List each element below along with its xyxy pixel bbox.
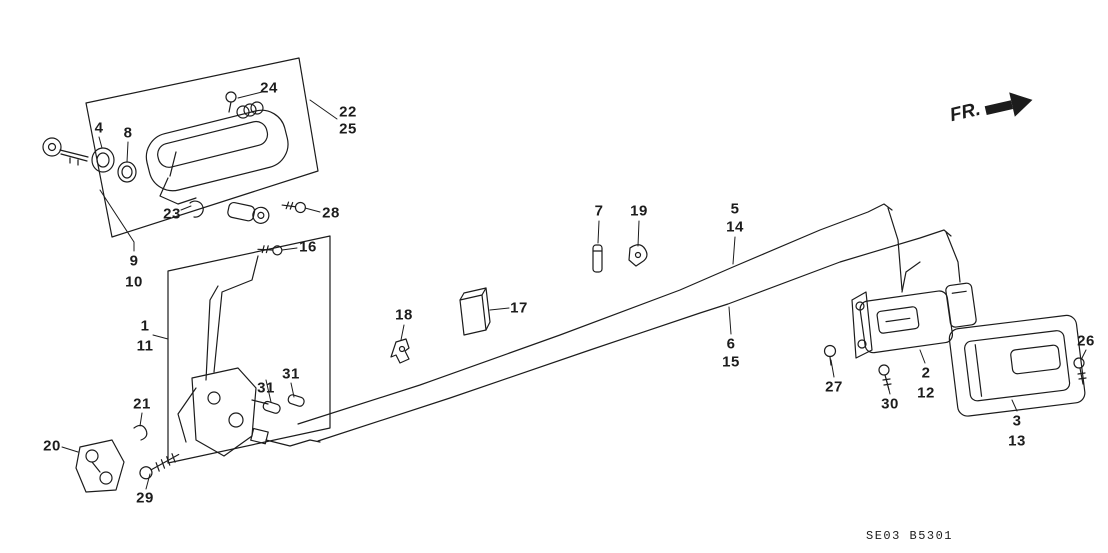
door-lock-actuator xyxy=(851,261,977,359)
key xyxy=(42,137,89,166)
callout-label-7: 7 xyxy=(594,202,604,220)
bushing-31-right xyxy=(287,394,305,407)
outer-handle-boundary-box xyxy=(85,57,319,238)
lock-cylinder xyxy=(227,201,270,224)
lock-rod-upper xyxy=(297,203,893,425)
latch-boundary-box xyxy=(167,235,331,464)
grommet-8 xyxy=(117,161,137,183)
callout-label-10: 10 xyxy=(125,273,143,291)
screw-26 xyxy=(1073,357,1087,385)
diagram-code: SE03 B5301 xyxy=(866,529,954,543)
callout-label-5: 5 xyxy=(730,200,740,218)
callout-label-27: 27 xyxy=(825,378,843,396)
callout-label-16: 16 xyxy=(299,238,317,256)
callout-label-17: 17 xyxy=(510,299,528,317)
callout-label-8: 8 xyxy=(123,124,133,142)
callout-label-20: 20 xyxy=(43,437,61,455)
pin-7 xyxy=(592,244,603,273)
bolt-24 xyxy=(225,91,237,113)
callout-label-24: 24 xyxy=(260,79,278,97)
screw-29 xyxy=(139,453,180,480)
callout-label-14: 14 xyxy=(726,218,744,236)
callout-label-4: 4 xyxy=(94,119,104,137)
lock-rod-lower xyxy=(317,229,952,442)
screw-27 xyxy=(823,344,837,366)
clip-18 xyxy=(390,338,410,364)
callout-label-11: 11 xyxy=(136,337,154,355)
callout-label-3: 3 xyxy=(1012,412,1022,430)
callout-label-22: 22 xyxy=(339,103,357,121)
fr-arrow-icon xyxy=(984,92,1033,117)
callout-label-18: 18 xyxy=(395,306,413,324)
callout-label-30: 30 xyxy=(881,395,899,413)
screw-30 xyxy=(878,364,892,391)
callout-label-19: 19 xyxy=(630,202,648,220)
callout-label-25: 25 xyxy=(339,120,357,138)
rod-to-actuator-a xyxy=(887,207,903,291)
callout-label-31: 31 xyxy=(282,365,300,383)
callout-label-21: 21 xyxy=(133,395,151,413)
callout-label-13: 13 xyxy=(1008,432,1026,450)
striker-20 xyxy=(75,439,125,493)
leader-lines xyxy=(61,91,1087,490)
door-latch xyxy=(177,255,321,457)
callout-label-9: 9 xyxy=(129,252,139,270)
inside-handle-bezel xyxy=(948,314,1086,417)
grommet-4 xyxy=(91,147,115,173)
callout-label-28: 28 xyxy=(322,204,340,222)
callout-label-23: 23 xyxy=(163,205,181,223)
callout-label-2: 2 xyxy=(921,364,931,382)
block-17 xyxy=(459,287,491,336)
callout-label-6: 6 xyxy=(726,335,736,353)
outer-door-handle xyxy=(145,101,289,205)
callout-label-29: 29 xyxy=(136,489,154,507)
clip-19 xyxy=(628,244,648,267)
callout-label-26: 26 xyxy=(1077,332,1095,350)
callout-label-12: 12 xyxy=(917,384,935,402)
callout-label-15: 15 xyxy=(722,353,740,371)
rod-to-actuator-b xyxy=(945,231,961,283)
screw-28 xyxy=(281,201,307,214)
clip-21 xyxy=(133,424,148,441)
callout-label-31: 31 xyxy=(257,379,275,397)
bushing-31-left xyxy=(262,400,281,414)
callout-label-1: 1 xyxy=(140,317,150,335)
clip-23 xyxy=(189,200,204,218)
